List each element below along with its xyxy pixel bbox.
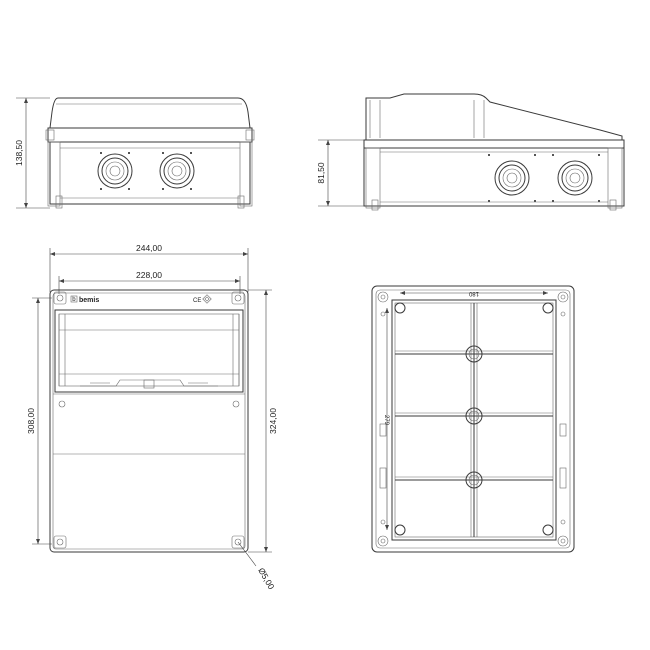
dimension-label: 81,50 <box>316 162 326 184</box>
dimension-hole-diameter: Ø5,00 <box>237 541 277 591</box>
dimension-height-outer: 324,00 <box>248 289 278 553</box>
dimension-back-height: 279 <box>383 308 389 530</box>
cable-gland-icon <box>97 153 133 189</box>
brand-label: bemis <box>79 297 99 304</box>
dimension-front-height: 138,50 <box>14 97 50 209</box>
mounting-hole-icon <box>377 291 389 303</box>
svg-text:b: b <box>72 297 76 303</box>
dimension-width-outer: 244,00 <box>49 243 249 292</box>
dimension-back-width: 180 <box>400 290 548 296</box>
screw-icon <box>231 291 245 305</box>
dimension-label: 180 <box>468 290 479 296</box>
front-elevation-view <box>45 97 255 209</box>
dimension-label: 138,50 <box>14 140 24 166</box>
screw-icon <box>53 535 67 549</box>
screw-icon <box>231 535 245 549</box>
bemis-logo-icon: b <box>70 295 78 303</box>
double-square-icon <box>202 294 212 304</box>
side-elevation-view <box>363 93 625 211</box>
cable-gland-icon <box>494 160 530 196</box>
enclosure-back-view <box>371 285 575 553</box>
dimension-label: 308,00 <box>26 408 36 434</box>
dimension-label: 244,00 <box>136 243 162 253</box>
mounting-hole-icon <box>377 535 389 547</box>
dimension-side-height: 81,50 <box>316 139 364 207</box>
mounting-hole-icon <box>557 535 569 547</box>
dimension-label: 324,00 <box>268 408 278 434</box>
screw-icon <box>53 291 67 305</box>
dimension-width-inner: 228,00 <box>58 270 241 294</box>
dimension-label: 228,00 <box>136 270 162 280</box>
ce-mark: CE <box>193 298 201 304</box>
dimension-label: Ø5,00 <box>256 566 276 591</box>
mounting-hole-icon <box>557 291 569 303</box>
cable-gland-icon <box>159 153 195 189</box>
dimension-height-inner: 308,00 <box>26 297 52 545</box>
enclosure-front-view: b bemis CE <box>49 289 249 553</box>
dimension-label: 279 <box>383 415 389 426</box>
cable-gland-icon <box>557 160 593 196</box>
